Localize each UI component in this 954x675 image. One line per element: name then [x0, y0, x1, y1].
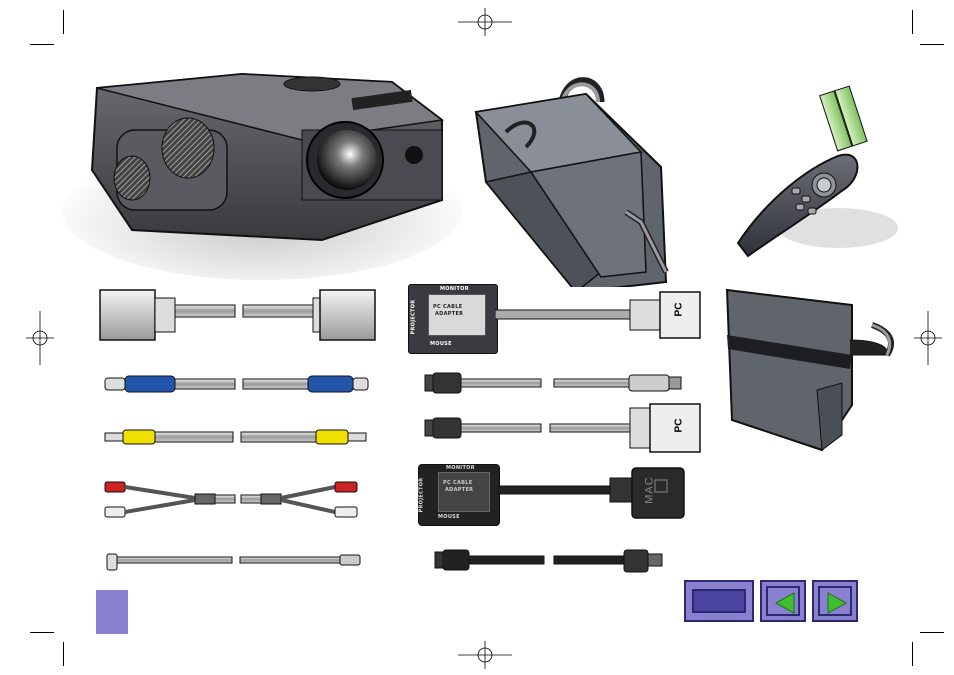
side-tab — [96, 590, 128, 634]
vga-connector-label: PC — [673, 418, 685, 433]
pc-adapter-cable — [495, 291, 701, 339]
adapter-projector-label: PROJECTOR — [410, 299, 417, 335]
left-cables-group — [99, 289, 376, 571]
soft-case-image — [725, 288, 894, 452]
monitor-cable — [99, 289, 376, 341]
arrow-left-icon — [774, 592, 795, 614]
vga-cable — [424, 403, 701, 453]
middle-cables-group — [424, 372, 701, 573]
home-button-face — [692, 589, 746, 613]
previous-page-button[interactable] — [760, 580, 806, 622]
batteries-image — [819, 85, 868, 152]
next-page-button[interactable] — [812, 580, 858, 622]
mac-adapter-monitor-label: MONITOR — [446, 465, 475, 471]
ps2-mouse-cable — [424, 372, 682, 394]
audio-rca-cable — [104, 481, 358, 518]
mac-connector-label: MAC — [643, 476, 656, 504]
s-video-cable — [104, 375, 369, 393]
audio-minijack-cable — [106, 553, 361, 571]
composite-video-cable — [104, 429, 367, 445]
mac-adapter-mouse-label: MOUSE — [438, 514, 460, 520]
adapter-name-line2: ADAPTER — [435, 311, 464, 317]
mac-adapter-name-line1: PC CABLE — [443, 480, 473, 486]
pc-cable-adapter: MONITOR PC CABLE ADAPTER PROJECTOR MOUSE — [408, 284, 498, 354]
home-button[interactable] — [684, 580, 754, 622]
adapter-name-line1: PC CABLE — [433, 304, 463, 310]
adapter-monitor-label: MONITOR — [440, 286, 469, 292]
mac-adapter-name-line2: ADAPTER — [445, 487, 474, 493]
projector-image — [62, 72, 462, 280]
remote-control-image — [736, 85, 898, 258]
adb-mouse-cable — [434, 549, 663, 573]
arrow-right-icon — [827, 592, 848, 614]
pc-connector-label: PC — [673, 302, 685, 317]
mac-adapter-projector-label: PROJECTOR — [418, 477, 425, 513]
adapter-mouse-label: MOUSE — [430, 341, 452, 347]
mac-cable-adapter: MONITOR PC CABLE ADAPTER PROJECTOR MOUSE — [418, 464, 500, 526]
mac-adapter-cable — [498, 467, 685, 519]
carrying-bag-image — [474, 77, 669, 287]
